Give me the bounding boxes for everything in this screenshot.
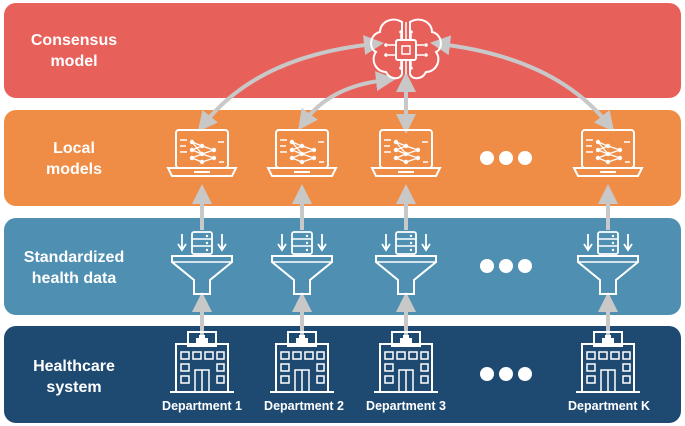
consensus-model-label: Consensus model xyxy=(4,30,144,72)
standardized-health-data-layer: Standardized health data xyxy=(4,218,681,315)
standardized-health-data-label: Standardized health data xyxy=(4,247,144,289)
consensus-label-line1: Consensus xyxy=(30,32,118,49)
local-label-line2: models xyxy=(45,161,102,178)
data-label-line2: health data xyxy=(31,270,117,287)
healthcare-system-layer: Healthcare system xyxy=(4,326,681,423)
hospital-building-icon xyxy=(575,331,641,393)
database-funnel-icon xyxy=(171,231,233,295)
database-funnel-icon xyxy=(375,231,437,295)
consensus-label-line2: model xyxy=(50,53,98,70)
data-label-line1: Standardized xyxy=(23,249,125,266)
connector-localk-consensus xyxy=(430,35,615,132)
hospital-building-icon xyxy=(269,331,335,393)
ellipsis-dots-icon xyxy=(480,367,532,381)
department-k-label: Department K xyxy=(568,399,650,413)
department-3-label: Department 3 xyxy=(366,399,446,413)
hospital-building-icon xyxy=(169,331,235,393)
local-models-label: Local models xyxy=(4,138,144,180)
system-label-line2: system xyxy=(46,379,102,396)
healthcare-system-label: Healthcare system xyxy=(4,356,144,398)
ellipsis-dots-icon xyxy=(480,151,532,165)
laptop-neural-network-icon xyxy=(267,129,337,177)
laptop-neural-network-icon xyxy=(573,129,643,177)
system-label-line1: Healthcare xyxy=(33,358,115,375)
ellipsis-dots-icon xyxy=(480,259,532,273)
laptop-neural-network-icon xyxy=(167,129,237,177)
department-2-label: Department 2 xyxy=(264,399,344,413)
laptop-neural-network-icon xyxy=(371,129,441,177)
local-label-line1: Local xyxy=(53,140,95,157)
connector-local1-consensus xyxy=(197,35,384,132)
database-funnel-icon xyxy=(271,231,333,295)
hospital-building-icon xyxy=(373,331,439,393)
brain-chip-icon xyxy=(370,18,442,80)
database-funnel-icon xyxy=(577,231,639,295)
department-1-label: Department 1 xyxy=(162,399,242,413)
connector-local2-consensus xyxy=(298,71,396,131)
vertical-connectors xyxy=(192,35,618,338)
